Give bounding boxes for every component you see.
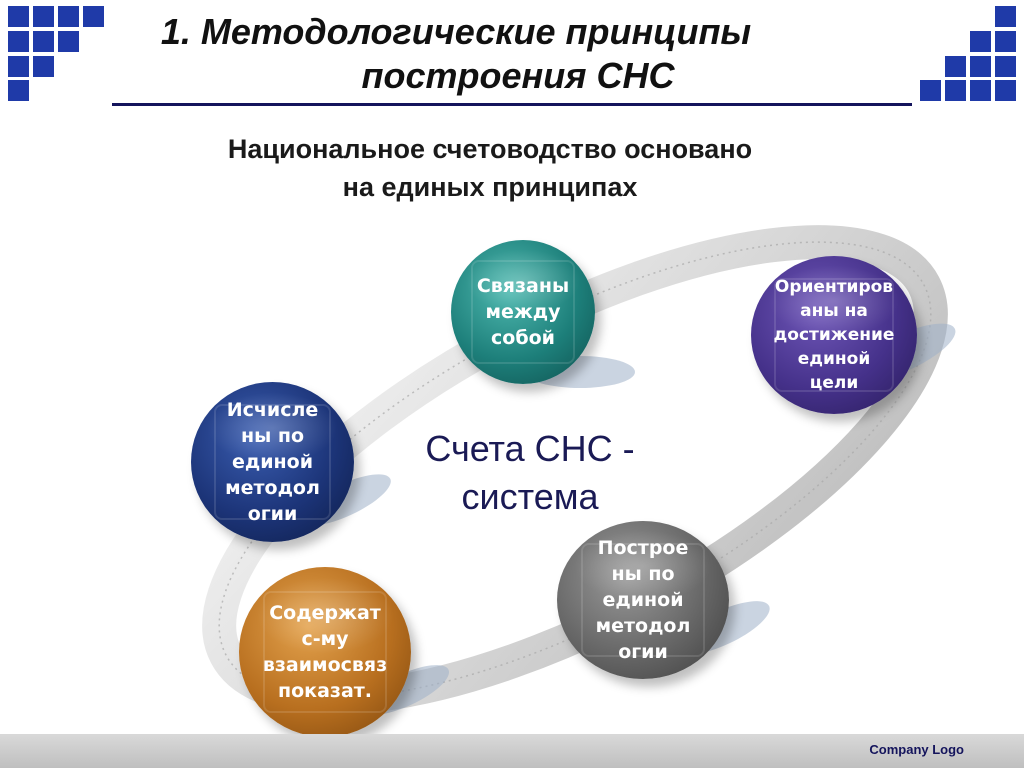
principle-node-linked: Связаны между собой <box>451 240 595 384</box>
principle-node-built: Построе ны по единой методол огии <box>557 521 729 679</box>
center-caption-line-2: система <box>461 476 599 517</box>
label-line: единой <box>797 349 871 369</box>
slide-title-line-2: построения СНС <box>361 55 675 96</box>
subtitle: Национальное счетоводство основано на ед… <box>140 130 840 206</box>
label-line: методол <box>225 477 320 499</box>
decorative-tiles-right <box>912 0 1024 103</box>
label-line: Построе <box>597 537 689 559</box>
label-line: единой <box>602 589 684 611</box>
label-line: ны по <box>240 425 305 447</box>
footer-bar: Company Logo <box>0 734 1024 768</box>
label-line: собой <box>491 327 555 349</box>
label-line: огии <box>618 641 668 663</box>
principle-node-goal-label: Ориентиров аны на достижение единой цели <box>774 275 895 395</box>
subtitle-line-1: Национальное счетоводство основано <box>227 134 753 164</box>
label-line: взаимосвяз <box>262 654 388 676</box>
subtitle-line-2: на единых принципах <box>342 172 638 202</box>
principle-node-built-label: Построе ны по единой методол огии <box>596 535 691 665</box>
principle-node-indicators: Содержат с-му взаимосвяз показат. <box>239 567 411 737</box>
label-line: огии <box>247 503 298 525</box>
label-line: Содержат <box>269 602 381 624</box>
label-line: аны на <box>800 301 868 321</box>
label-line: единой <box>231 451 314 473</box>
principle-node-indicators-label: Содержат с-му взаимосвяз показат. <box>263 600 387 704</box>
label-line: между <box>485 301 561 323</box>
label-line: цели <box>809 373 859 393</box>
label-line: Связаны <box>476 275 570 297</box>
label-line: ны по <box>611 563 675 585</box>
label-line: Ориентиров <box>774 277 894 297</box>
header-band: 1. Методологические принципы построения … <box>0 0 1024 106</box>
company-logo: Company Logo <box>869 742 964 757</box>
title-box: 1. Методологические принципы построения … <box>112 0 912 106</box>
label-line: достижение <box>773 325 895 345</box>
principle-node-goal: Ориентиров аны на достижение единой цели <box>751 256 917 414</box>
label-line: с-му <box>301 628 349 650</box>
principle-node-calculated-label: Исчисле ны по единой методол огии <box>225 397 320 527</box>
principle-node-linked-label: Связаны между собой <box>477 273 569 351</box>
label-line: Исчисле <box>226 399 319 421</box>
decorative-tiles-left <box>0 0 112 103</box>
principle-node-calculated: Исчисле ны по единой методол огии <box>191 382 354 542</box>
slide-title-line-1: 1. Методологические принципы <box>160 11 752 52</box>
center-caption-line-1: Счета СНС - <box>425 428 635 469</box>
label-line: показат. <box>278 680 372 702</box>
label-line: методол <box>595 615 691 637</box>
center-caption: Счета СНС - система <box>385 425 675 521</box>
